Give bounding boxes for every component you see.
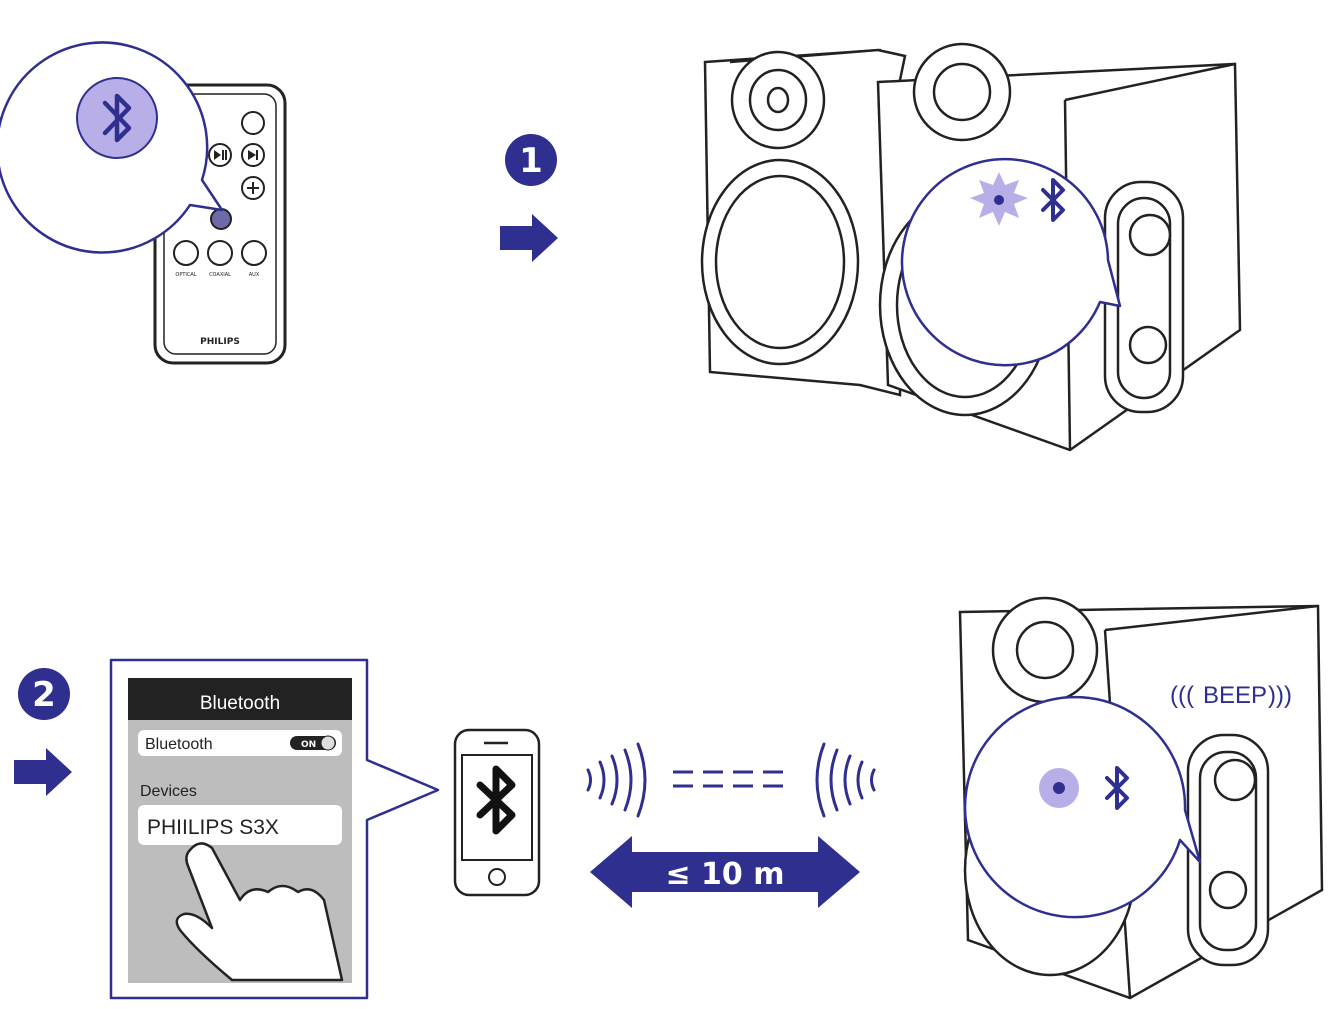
sound-wave-icon (586, 742, 876, 818)
next-icon (248, 150, 258, 160)
distance-label: ≤ 10 m (665, 857, 784, 892)
plus-icon (247, 182, 259, 194)
bluetooth-toggle-switch[interactable]: ON (290, 735, 336, 751)
remote-input-label-optical: OPTICAL (175, 272, 196, 278)
remote-brand-label: PHILIPS (200, 337, 240, 347)
speaker-callout-bubble-step1 (900, 157, 1122, 367)
play-pause-icon (214, 150, 227, 160)
remote-callout-bubble (0, 41, 224, 254)
bluetooth-screen-header: Bluetooth (200, 693, 280, 714)
step-1-number: 1 (519, 141, 543, 181)
remote-input-label-aux: AUX (249, 272, 260, 278)
device-name: PHIILIPS S3X (147, 816, 279, 839)
phone-screen-callout: Bluetooth Bluetooth ON Devices PHIILIPS … (109, 658, 440, 1000)
hand-pointer-icon (175, 842, 344, 982)
bluetooth-toggle-row[interactable]: Bluetooth ON (138, 730, 342, 756)
bluetooth-icon (1041, 178, 1065, 222)
bluetooth-icon (476, 765, 516, 835)
beep-right-waves: ))) (1268, 682, 1292, 709)
step-2-badge: 2 (18, 668, 70, 720)
beep-label: BEEP (1203, 682, 1267, 709)
signal-dashes (673, 770, 783, 788)
bluetooth-toggle-label: Bluetooth (145, 736, 213, 753)
arrow-right-icon (14, 748, 72, 796)
beep-left-waves: ((( (1170, 682, 1194, 709)
devices-heading: Devices (140, 783, 197, 800)
bluetooth-icon (1105, 766, 1129, 810)
device-list-item[interactable]: PHIILIPS S3X (138, 805, 342, 845)
bluetooth-icon (102, 93, 132, 143)
smartphone (453, 728, 541, 897)
distance-arrow: ≤ 10 m (590, 836, 860, 908)
beep-indicator: ((( BEEP ))) (1170, 682, 1292, 709)
remote-input-label-coaxial: COAXIAL (209, 272, 231, 278)
step-2-number: 2 (32, 675, 56, 715)
step-1-badge: 1 (505, 134, 557, 186)
arrow-right-icon (500, 214, 558, 262)
toggle-state-label: ON (301, 740, 316, 750)
speaker-callout-bubble-step2 (963, 695, 1202, 919)
